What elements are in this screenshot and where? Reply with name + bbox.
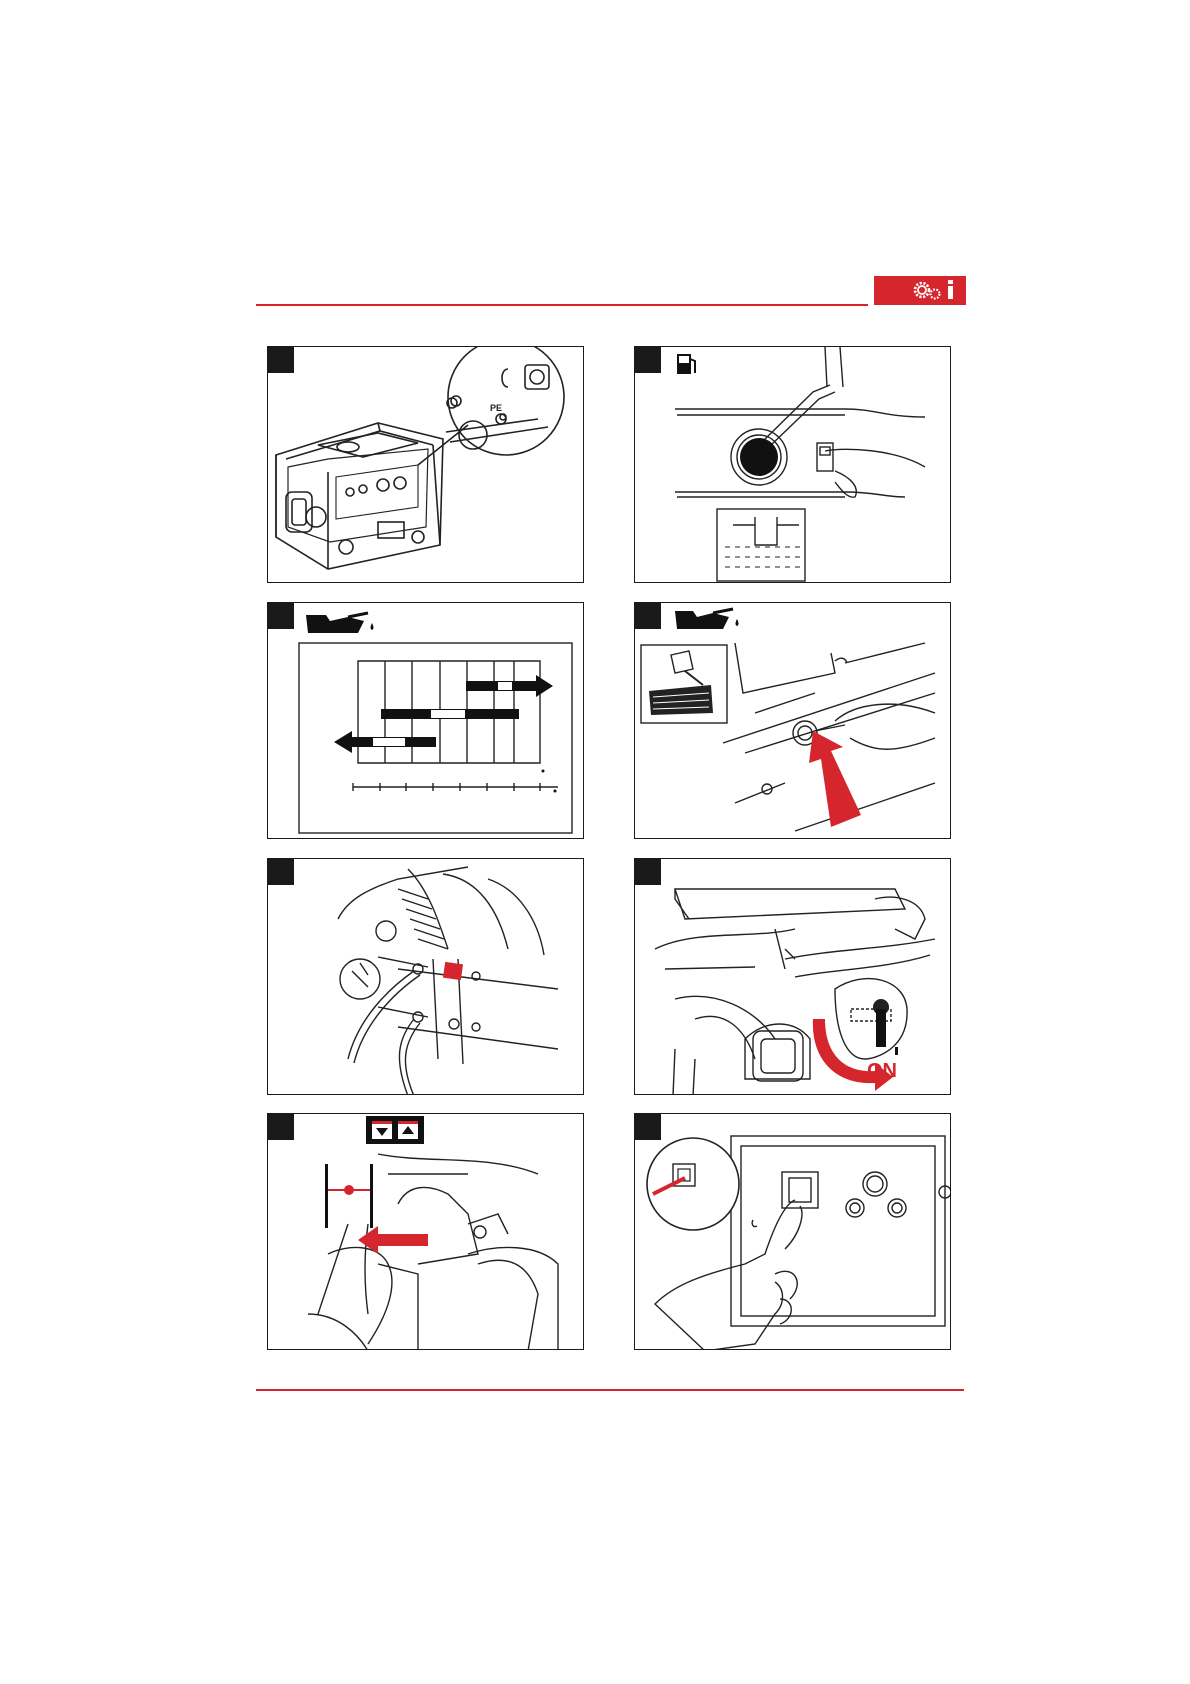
oil-can-icon	[635, 603, 951, 839]
battery-cable-icon	[268, 859, 584, 1095]
ignition-key-icon: ON	[635, 859, 951, 1095]
footer-rule	[256, 1389, 964, 1391]
panel-8	[634, 1113, 951, 1350]
oil-can-icon	[268, 603, 584, 839]
power-switch-icon	[635, 1114, 951, 1350]
gears-info-icon	[874, 276, 966, 305]
panel-4	[634, 602, 951, 839]
choke-lever-icon	[268, 1114, 584, 1350]
earth-terminal-label: PE	[490, 403, 502, 413]
fuel-pump-icon	[635, 347, 951, 583]
panel-5	[267, 858, 584, 1095]
panel-1: PE	[267, 346, 584, 583]
header-badge	[874, 276, 966, 305]
panel-2	[634, 346, 951, 583]
ignition-on-label: ON	[867, 1060, 897, 1082]
generator-frame-earth-terminal-icon: PE	[268, 347, 584, 583]
panel-3	[267, 602, 584, 839]
panel-7	[267, 1113, 584, 1350]
header-rule	[256, 304, 868, 306]
panel-6: ON	[634, 858, 951, 1095]
